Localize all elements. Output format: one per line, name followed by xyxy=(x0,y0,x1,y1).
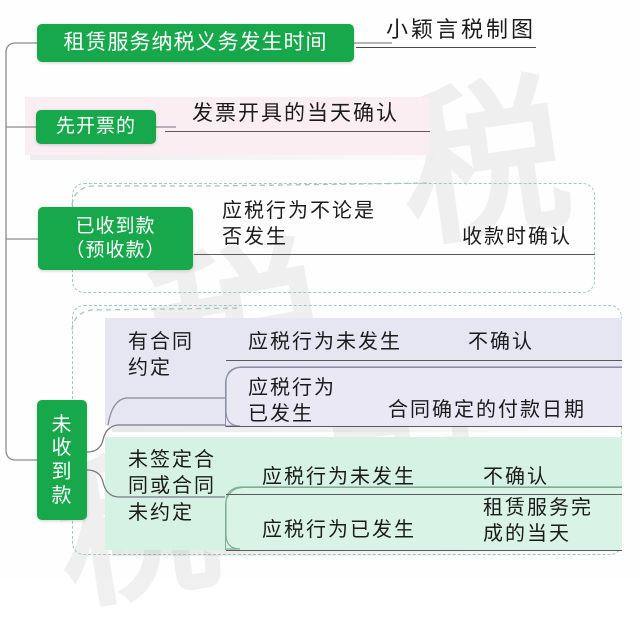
label-with-contract: 有合同 约定 xyxy=(128,329,194,380)
underline-invoice-first xyxy=(165,131,430,133)
condition-without-contract-row1: 应税行为未发生 xyxy=(262,464,416,488)
node-char-3: 到 xyxy=(51,459,73,483)
condition-without-contract-row2: 应税行为已发生 xyxy=(262,517,416,541)
result-payment-received: 收款时确认 xyxy=(462,224,572,248)
result-with-contract-row1: 不确认 xyxy=(468,329,534,353)
underline-with-contract-row1 xyxy=(226,360,622,362)
node-char-1: 未 xyxy=(51,411,73,436)
node-char-2: 收 xyxy=(51,435,73,460)
condition-with-contract-row2: 应税行为 已发生 xyxy=(248,375,336,426)
label-without-contract: 未签定合 同或合同 未约定 xyxy=(128,447,216,524)
shadow-invoice-first xyxy=(30,155,435,160)
underline-without-contract-row2 xyxy=(226,550,622,552)
underline-without-contract-row1 xyxy=(226,494,622,496)
shadow-with-contract xyxy=(112,426,624,432)
credit-underline xyxy=(356,47,536,49)
result-without-contract-row2: 租赁服务完 成的当天 xyxy=(483,495,593,546)
node-payment-received[interactable]: 已收到款 （预收款） xyxy=(38,207,193,270)
node-invoice-first[interactable]: 先开票的 xyxy=(36,110,156,144)
mindmap-canvas: 税 税 税 税 租赁服务纳税义务发 xyxy=(5,18,624,634)
underline-payment-received xyxy=(194,254,595,256)
condition-payment-received: 应税行为不论是 否发生 xyxy=(222,198,376,249)
node-payment-not-received[interactable]: 未 收 到 款 xyxy=(37,400,87,520)
underline-with-contract-row2 xyxy=(226,426,622,428)
node-payment-received-line2: （预收款） xyxy=(65,238,166,261)
node-char-4: 款 xyxy=(51,482,73,507)
result-without-contract-row1: 不确认 xyxy=(483,464,549,488)
shadow-without-contract xyxy=(112,550,624,556)
condition-with-contract-row1: 应税行为未发生 xyxy=(248,329,402,353)
result-invoice-first: 发票开具的当天确认 xyxy=(192,101,399,125)
node-root-title[interactable]: 租赁服务纳税义务发生时间 xyxy=(37,24,354,62)
result-with-contract-row2: 合同确定的付款日期 xyxy=(388,397,586,421)
node-payment-received-line1: 已收到款 xyxy=(75,215,156,238)
credit-label: 小颖言税制图 xyxy=(386,18,537,43)
